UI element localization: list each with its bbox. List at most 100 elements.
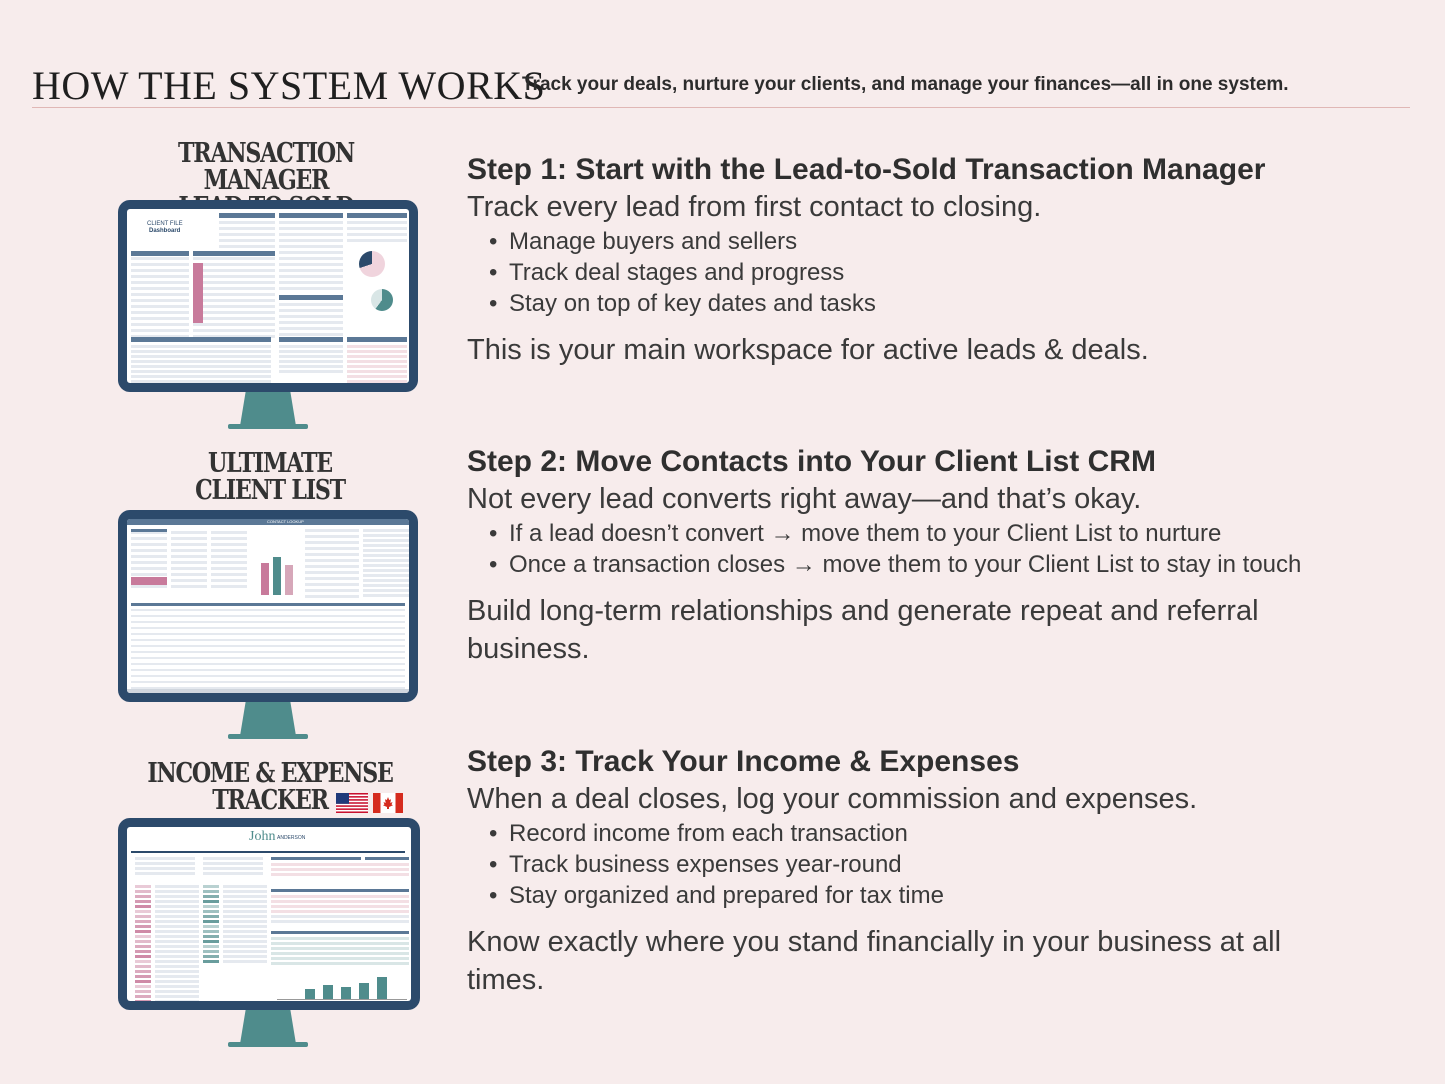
sheet-cell: [223, 900, 267, 903]
sheet-cell: [203, 895, 219, 898]
sheet-cell: [347, 350, 407, 353]
sheet-cell: [305, 589, 359, 592]
sheet-cell: [363, 529, 409, 532]
sheet-cell: [223, 925, 267, 928]
sheet-cell: [363, 534, 409, 537]
sheet-cell: [193, 287, 275, 290]
sheet-cell: [131, 639, 405, 641]
sheet-cell: [131, 360, 271, 363]
sheet-cell: [135, 955, 151, 958]
bar-thumbnail: [377, 977, 387, 999]
sheet-cell: [279, 355, 343, 358]
sheet-cell: [131, 585, 167, 588]
sheet-cell: [203, 862, 263, 865]
product-title-line: ULTIMATE: [208, 448, 333, 479]
sheet-cell: [347, 365, 407, 368]
step-1: Step 1: Start with the Lead-to-Sold Tran…: [467, 152, 1367, 369]
sheet-cell: [223, 915, 267, 918]
sheet-cell: [155, 900, 199, 903]
sheet-cell: [193, 281, 275, 284]
sheet-cell: [135, 940, 151, 943]
sheet-cell: [135, 1000, 151, 1001]
sheet-cell: [203, 935, 219, 938]
sheet-cell: [305, 577, 359, 580]
sheet-cell: [223, 935, 267, 938]
sheet-cell: [135, 905, 151, 908]
sheet-cell: [131, 287, 189, 290]
sheet-cell: [155, 950, 199, 953]
sheet-cell: [135, 985, 151, 988]
sheet-cell: [347, 375, 407, 378]
sheet-cell: [127, 519, 409, 525]
monitor-screen: CONTACT LOOKUP: [118, 510, 418, 702]
canada-flag-icon: [373, 793, 403, 813]
sheet-cell: [223, 960, 267, 963]
product-title-line: CLIENT LIST: [195, 475, 346, 506]
sheet-cell: [347, 355, 407, 358]
sheet-cell: [223, 955, 267, 958]
sheet-cell: [363, 549, 409, 552]
sheet-cell: [155, 985, 199, 988]
sheet-cell: [219, 233, 275, 236]
sheet-cell: [219, 245, 275, 248]
sheet-cell: [271, 952, 409, 955]
sheet-cell: [193, 305, 275, 308]
sheet-cell: [193, 275, 275, 278]
sheet-cell: [131, 350, 271, 353]
sheet-cell: [223, 910, 267, 913]
sheet-cell: [135, 915, 151, 918]
sheet-cell: [135, 945, 151, 948]
sheet-cell: [193, 317, 275, 320]
sheet-cell: [271, 868, 409, 871]
sheet-cell: [131, 317, 189, 320]
sheet-cell: [279, 365, 343, 368]
sheet-cell: [279, 275, 343, 278]
sheet-cell: [279, 309, 343, 312]
sheet-cell: [131, 687, 405, 689]
sheet-cell: [131, 675, 405, 677]
sheet-cell: [271, 863, 409, 866]
sheet-cell: [347, 239, 407, 242]
step-2: Step 2: Move Contacts into Your Client L…: [467, 444, 1367, 668]
sheet-cell: [131, 615, 405, 617]
product-title-client-list: ULTIMATE CLIENT LIST: [172, 450, 369, 504]
sheet-cell: [363, 539, 409, 542]
sheet-cell: [135, 895, 151, 898]
sheet-cell: [131, 577, 167, 585]
sheet-cell: [155, 890, 199, 893]
product-title-line: INCOME & EXPENSE: [147, 758, 394, 789]
sheet-cell: [347, 337, 407, 342]
sheet-cell: [135, 950, 151, 953]
sheet-cell: [131, 299, 189, 302]
sheet-cell: [305, 535, 359, 538]
sheet-cell: [271, 937, 409, 940]
screen-label: ANDERSON: [277, 835, 306, 841]
sheet-cell: [135, 975, 151, 978]
sheet-cell: [279, 239, 343, 242]
bullet-item: Stay organized and prepared for tax time: [489, 880, 1367, 911]
sheet-cell: [347, 213, 407, 218]
sheet-cell: [363, 559, 409, 562]
sheet-cell: [279, 233, 343, 236]
sheet-cell: [305, 595, 359, 598]
sheet-cell: [135, 990, 151, 993]
sheet-cell: [203, 955, 219, 958]
bar-thumbnail: [359, 983, 369, 999]
sheet-cell: [347, 380, 407, 383]
sheet-cell: [271, 915, 409, 918]
sheet-cell: [203, 920, 219, 923]
sheet-cell: [271, 857, 361, 860]
sheet-cell: [131, 645, 405, 647]
step-subtitle: When a deal closes, log your commission …: [467, 783, 1198, 815]
sheet-cell: [347, 227, 407, 230]
sheet-cell: [155, 990, 199, 993]
sheet-cell: [279, 333, 343, 336]
sheet-cell: [131, 365, 271, 368]
sheet-cell: [203, 925, 219, 928]
sheet-cell: [127, 689, 409, 693]
sheet-cell: [171, 573, 207, 576]
sheet-cell: [271, 931, 409, 934]
bullet-item: Track business expenses year-round: [489, 849, 1367, 880]
